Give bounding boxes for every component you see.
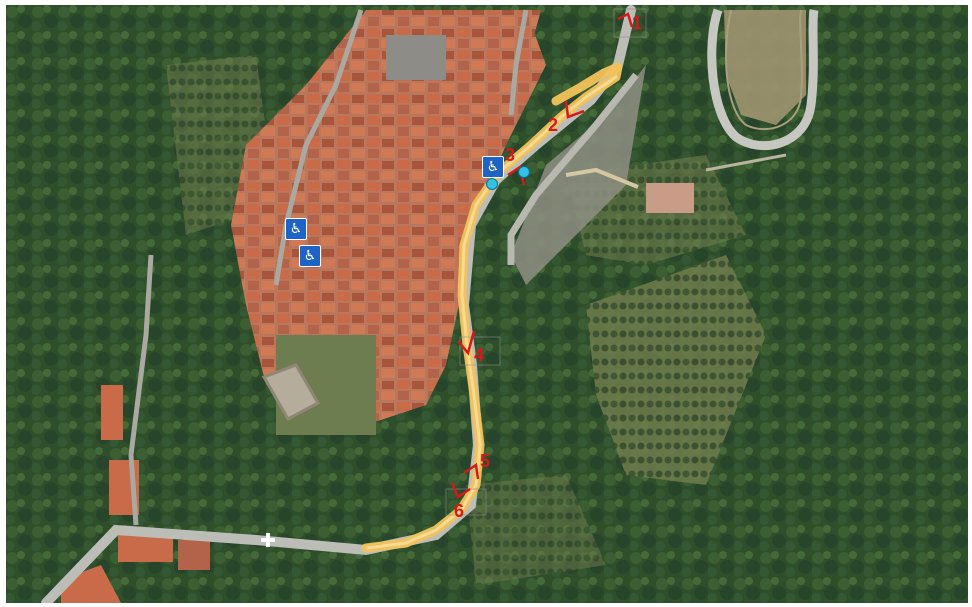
route-marker-label: 6 — [454, 501, 464, 521]
terraced-slope — [511, 65, 646, 285]
wheelchair-icon[interactable]: ♿ — [482, 156, 504, 178]
side-road — [507, 72, 639, 265]
route-marker-6[interactable]: 6 — [445, 482, 487, 521]
route-marker-2[interactable]: 2 — [548, 100, 585, 135]
building — [178, 540, 210, 570]
olive-grove — [586, 255, 766, 485]
route-marker-label: 4 — [474, 345, 484, 365]
blue-dot-icon[interactable] — [486, 178, 498, 190]
direction-arrow-icon — [457, 330, 476, 356]
village-rooftops — [231, 10, 546, 425]
building — [646, 183, 694, 213]
direction-arrow-icon — [617, 12, 634, 28]
cross-icon[interactable] — [261, 533, 275, 547]
village-street — [273, 9, 364, 286]
direction-arrow-icon — [463, 462, 480, 480]
wheelchair-icon[interactable]: ♿ — [299, 245, 321, 267]
accessible-route-highlight — [366, 75, 618, 550]
map-view[interactable]: 1 2 3 4 5 6 ♿ ♿ ♿ — [6, 5, 968, 603]
wheelchair-icon[interactable]: ♿ — [285, 218, 307, 240]
marker-frame — [445, 488, 487, 516]
castle-tower — [261, 363, 321, 422]
hairpin-inner-edge — [725, 9, 803, 131]
route-marker-label: 3 — [505, 145, 515, 165]
parking-lot — [386, 35, 446, 80]
dirt-track — [705, 153, 787, 172]
left-road — [128, 254, 154, 526]
blue-dot-icon[interactable] — [518, 166, 530, 178]
route-marker-label: 2 — [548, 115, 558, 135]
route-marker-5[interactable]: 5 — [463, 451, 490, 480]
aerial-map: 1 2 3 4 5 6 — [6, 5, 968, 603]
olive-grove-bottom — [466, 475, 606, 585]
dirt-track — [565, 167, 639, 189]
dry-field — [724, 10, 806, 125]
direction-arrow-icon — [450, 482, 471, 499]
building — [101, 385, 123, 440]
route-marker-4[interactable]: 4 — [457, 330, 501, 366]
hairpin-road — [707, 8, 819, 150]
route-marker-label: 5 — [480, 451, 490, 471]
route-marker-label: 1 — [632, 13, 642, 33]
marker-frame — [459, 336, 501, 366]
direction-arrow-icon — [564, 100, 585, 119]
marker-frame — [613, 8, 647, 38]
route-marker-1[interactable]: 1 — [613, 8, 647, 38]
village-street-north — [508, 9, 529, 116]
